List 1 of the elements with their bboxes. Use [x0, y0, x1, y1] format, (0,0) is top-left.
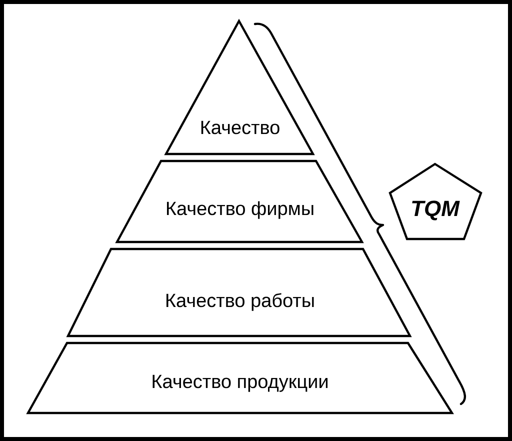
pentagon: TQM — [388, 162, 482, 240]
